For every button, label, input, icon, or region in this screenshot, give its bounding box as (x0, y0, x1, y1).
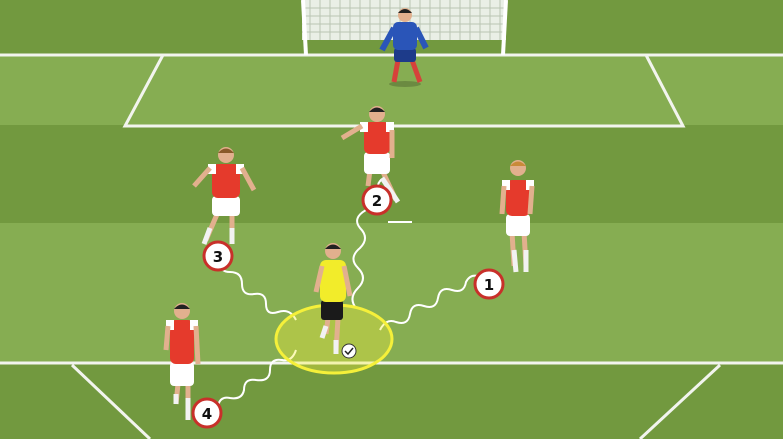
svg-text:2: 2 (372, 192, 382, 210)
ball (342, 344, 356, 358)
svg-text:1: 1 (484, 276, 494, 294)
marker-4: 4 (193, 399, 221, 427)
svg-text:3: 3 (213, 248, 223, 266)
svg-text:4: 4 (202, 405, 212, 423)
marker-1: 1 (475, 270, 503, 298)
marker-3: 3 (204, 242, 232, 270)
marker-2: 2 (363, 186, 391, 214)
